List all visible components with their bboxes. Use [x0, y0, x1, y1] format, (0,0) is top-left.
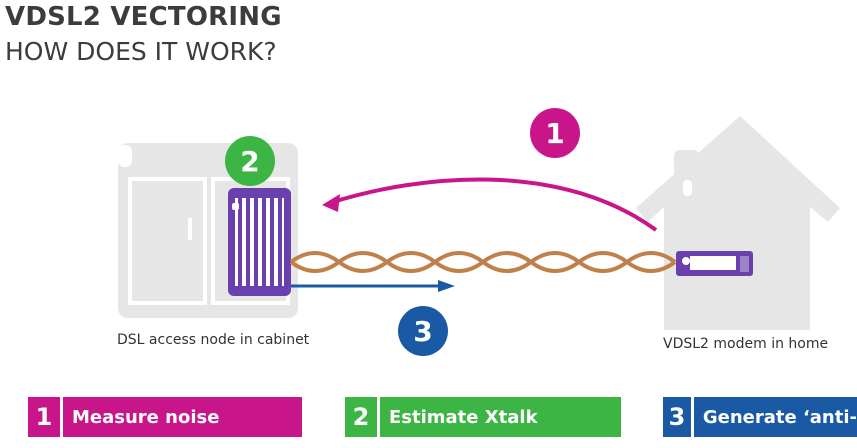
step-label: Measure noise — [72, 406, 220, 428]
title: VDSL2 VECTORING — [5, 2, 282, 32]
modem-caption: VDSL2 modem in home — [663, 336, 829, 352]
house-icon — [636, 116, 840, 330]
cabinet-caption: DSL access node in cabinet — [117, 332, 310, 348]
step-label: Estimate Xtalk — [389, 406, 538, 428]
step-number: 3 — [663, 397, 694, 437]
step-estimate-xtalk: 2 Estimate Xtalk — [345, 397, 621, 437]
twisted-pair-cable — [289, 251, 677, 273]
step-label: Generate ‘anti- — [702, 406, 857, 428]
measure-arrow — [322, 177, 658, 232]
subtitle: HOW DOES IT WORK? — [5, 37, 277, 66]
step-generate-anti: 3 Generate ‘anti- — [663, 397, 857, 437]
step-3-badge: 3 — [398, 306, 448, 356]
step-number: 2 — [345, 397, 380, 437]
dsl-access-node-icon — [228, 188, 291, 296]
step-1-badge: 1 — [530, 108, 580, 158]
vdsl2-modem-icon — [676, 251, 753, 276]
step-2-badge: 2 — [225, 136, 275, 186]
step-measure-noise: 1 Measure noise — [28, 397, 302, 437]
generate-arrow — [291, 280, 455, 292]
step-number: 1 — [28, 397, 63, 437]
